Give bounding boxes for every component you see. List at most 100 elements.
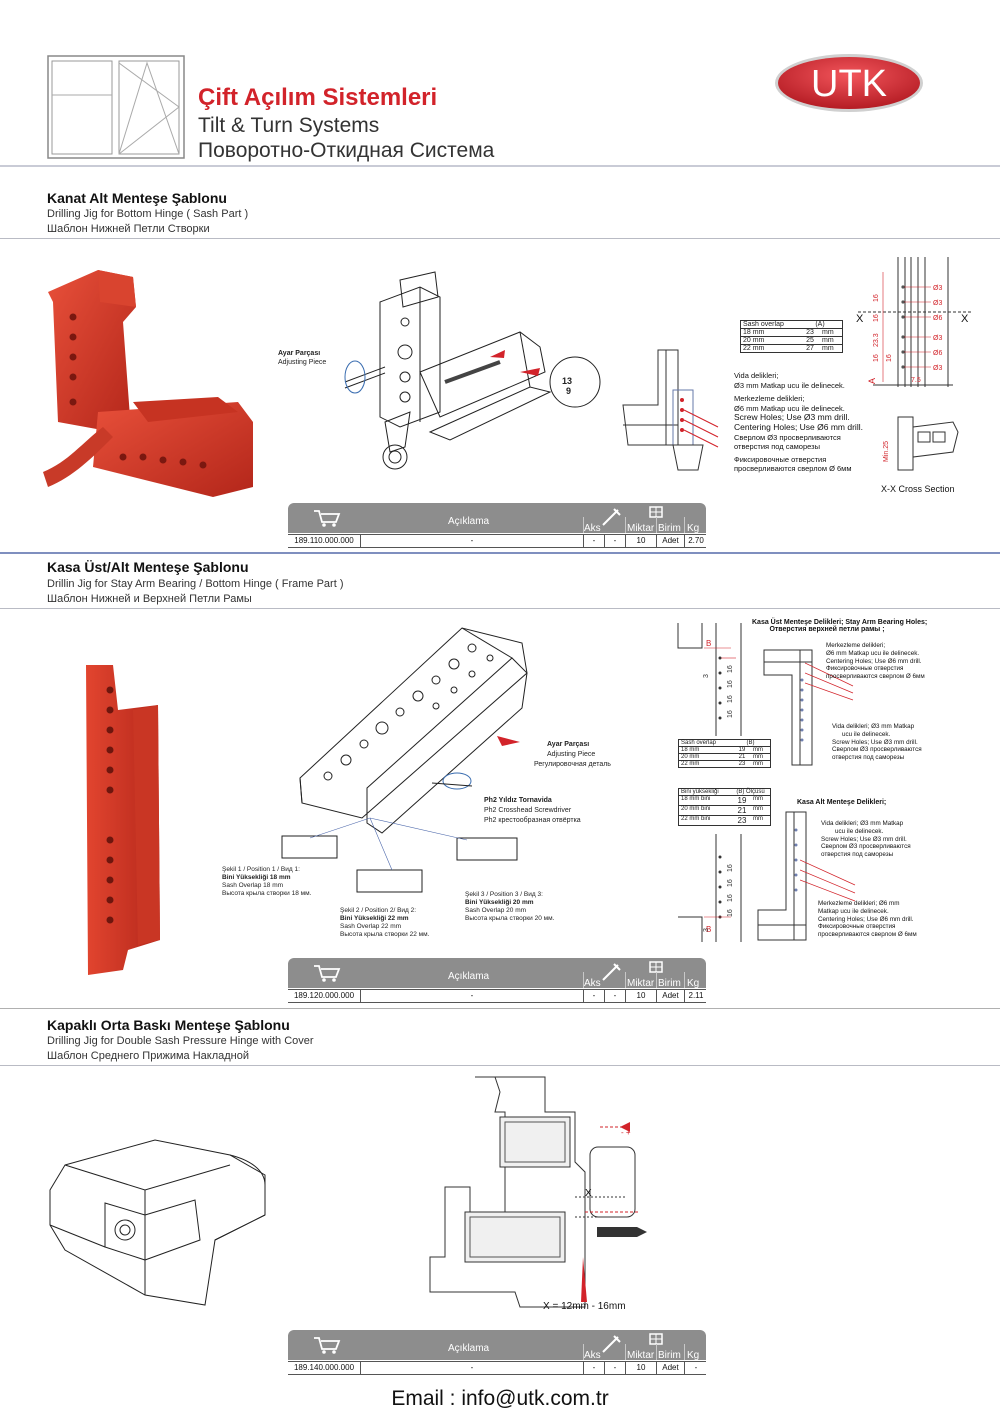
cart-icon [314, 1337, 341, 1354]
svg-text:Şekil 1 / Position 1 / Вид 1:: Şekil 1 / Position 1 / Вид 1: [222, 866, 300, 873]
svg-text:16: 16 [727, 864, 734, 872]
svg-text:Sash Overlap 18 mm: Sash Overlap 18 mm [222, 882, 283, 889]
svg-text:3: 3 [703, 928, 710, 932]
svg-text:16: 16 [873, 354, 880, 362]
screwdriver-label: Ph2 Yıldız Tornavida [484, 797, 552, 804]
screw-icon [602, 508, 621, 526]
product-table-189110: Açıklama Aks Miktar Birim Kg 189.110.000… [288, 503, 706, 549]
header-rule [0, 165, 1000, 167]
svg-text:Ø6: Ø6 [933, 350, 942, 357]
x-range-label: X = 12mm - 16mm [543, 1301, 626, 1312]
svg-text:16: 16 [727, 710, 734, 718]
svg-text:Sash Overlap 22 mm: Sash Overlap 22 mm [340, 923, 401, 930]
svg-text:Ph2 крестообразная отвёртка: Ph2 крестообразная отвёртка [484, 816, 581, 824]
svg-text:16: 16 [873, 314, 880, 322]
frame-corner-bottom-drawing [757, 811, 807, 941]
bottom-hinge-hole-detail: B 3 16 16 16 16 [678, 834, 742, 942]
drill-lines-bottom [800, 859, 856, 902]
scale-mark-13: 13 [562, 376, 572, 386]
section3-rule [0, 1065, 1000, 1066]
svg-text:Ø3: Ø3 [933, 285, 942, 292]
bottom-hinge-holes-title: Kasa Alt Menteşe Delikleri; [797, 799, 887, 806]
screw-icon [602, 963, 621, 981]
svg-text:Ø6: Ø6 [933, 315, 942, 322]
section1-subtitle-en: Drilling Jig for Bottom Hinge ( Sash Par… [47, 208, 249, 220]
svg-text:Ø3: Ø3 [933, 365, 942, 372]
section1-title: Kanat Alt Menteşe Şablonu [47, 190, 227, 206]
svg-text:16: 16 [727, 665, 734, 673]
svg-text:16: 16 [727, 909, 734, 917]
drill-notes-1: Vida delikleri; Ø3 mm Matkap ucu ile del… [734, 371, 863, 474]
product-code: 189.140.000.000 [293, 1363, 355, 1372]
logo-text: UTK [811, 63, 887, 105]
svg-text:Регулировочная деталь: Регулировочная деталь [534, 761, 611, 768]
section2-subtitle-ru: Шаблон Нижней и Верхней Петли Рамы [47, 593, 252, 605]
section3-subtitle-en: Drilling Jig for Double Sash Pressure Hi… [47, 1035, 314, 1047]
product-table-189140: Açıklama Aks Miktar Birim Kg 189.140.000… [288, 1330, 706, 1376]
svg-text:X: X [856, 313, 864, 325]
title-turkish: Çift Açılım Sistemleri [198, 84, 438, 111]
weight: - [684, 1362, 707, 1374]
section1-subtitle-ru: Шаблон Нижней Петли Створки [47, 223, 210, 235]
product-table-189120: Açıklama Aks Miktar Birim Kg 189.120.000… [288, 958, 706, 1004]
quantity: 10 [625, 1362, 656, 1374]
miktar-label: Miktar [627, 523, 655, 534]
svg-text:- +: - + [621, 1128, 631, 1137]
title-russian: Поворотно-Откидная Система [198, 139, 495, 162]
section1-end-rule [0, 552, 1000, 554]
quantity: 10 [625, 990, 656, 1002]
svg-text:B: B [706, 639, 711, 648]
double-sash-profile-drawing: X - + [429, 1076, 647, 1308]
svg-text:16: 16 [727, 695, 734, 703]
svg-text:Bini Yüksekliği 20 mm: Bini Yüksekliği 20 mm [465, 899, 534, 906]
section2-end-rule [0, 1008, 1000, 1009]
product-code: 189.120.000.000 [293, 991, 355, 1000]
screw-icon [602, 1335, 621, 1353]
drill-lines-top [805, 662, 854, 701]
svg-text:Adjusting Piece: Adjusting Piece [547, 751, 595, 758]
svg-text:23.3: 23.3 [873, 333, 880, 347]
top-notes-1: Merkezleme delikleri;Ø6 mm Matkap ucu il… [826, 642, 925, 681]
svg-text:X-X Cross Section: X-X Cross Section [881, 484, 955, 494]
frame-hinge-jig-drawing: Ayar Parçası Adjusting Piece Регулировоч… [222, 627, 611, 938]
title-english: Tilt & Turn Systems [198, 114, 380, 137]
svg-text:Şekil 3 / Position 3 / Вид 3:: Şekil 3 / Position 3 / Вид 3: [465, 891, 543, 898]
top-hinge-holes-title: Kasa Üst Menteşe Delikleri; Stay Arm Bea… [752, 619, 928, 633]
svg-text:Min.25: Min.25 [883, 441, 890, 462]
svg-text:X: X [961, 313, 969, 325]
svg-text:Şekil 2 / Position 2/ Вид 2:: Şekil 2 / Position 2/ Вид 2: [340, 907, 416, 914]
section2-rule [0, 608, 1000, 609]
ayar-label-2: Ayar Parçası [547, 741, 589, 748]
weight: 2.11 [684, 990, 707, 1002]
section1-rule [0, 238, 1000, 239]
window-tilt-turn-icon [47, 55, 185, 159]
section2-subtitle-en: Drillin Jig for Stay Arm Bearing / Botto… [47, 578, 344, 590]
section2-title: Kasa Üst/Alt Menteşe Şablonu [47, 559, 249, 575]
adjusting-piece-label-tr: Ayar Parçası [278, 350, 320, 357]
svg-text:Высота крыла створки 18 мм.: Высота крыла створки 18 мм. [222, 890, 312, 897]
bottom-hinge-jig-drawing: Ayar Parçası Adjusting Piece 13 9 [278, 271, 601, 470]
sash-corner-drawing [622, 349, 719, 471]
scale-mark-9: 9 [566, 386, 571, 396]
svg-text:Sash Overlap 20 mm: Sash Overlap 20 mm [465, 907, 526, 914]
profile-hole-drawing: Ø3 Ø3 Ø6 Ø3 Ø6 Ø3 16 16 23.3 16 16 7.5 M… [856, 257, 973, 494]
weight: 2.70 [684, 535, 707, 547]
svg-text:Bini Yüksekliği 22 mm: Bini Yüksekliği 22 mm [340, 915, 409, 922]
footer-email[interactable]: Email : info@utk.com.tr [391, 1387, 609, 1410]
adjusting-piece-label-en: Adjusting Piece [278, 359, 326, 366]
bottom-hinge-jig-photo [43, 270, 253, 497]
utk-logo: UTK [775, 54, 923, 112]
svg-text:16: 16 [886, 354, 893, 362]
svg-text:Высота крыла створки 20 мм.: Высота крыла створки 20 мм. [465, 915, 555, 922]
svg-text:B: B [706, 925, 711, 934]
birim-label: Birim [658, 523, 681, 534]
top-hinge-hole-detail: B 3 16 16 16 16 [677, 623, 742, 736]
svg-text:A: A [867, 378, 877, 384]
svg-text:Bini Yüksekliği 18 mm: Bini Yüksekliği 18 mm [222, 874, 291, 881]
